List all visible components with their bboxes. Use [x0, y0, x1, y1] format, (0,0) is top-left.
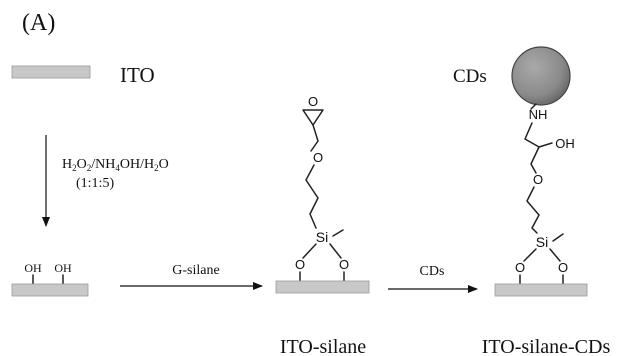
- si-o-bond-left-2: [523, 248, 537, 262]
- ito-silane-structure: O O Si O O: [275, 94, 370, 294]
- si-methyl: [332, 229, 344, 237]
- etch-reagent: H2O2/NH4OH/H2O: [62, 157, 169, 173]
- etch-reagent-part: 2: [72, 163, 77, 173]
- cds-reagent-label: CDs: [420, 264, 445, 279]
- hydroxyl-label-1: OH: [24, 261, 42, 275]
- surface-oxygen-left-2: O: [515, 260, 525, 275]
- hydroxypropyl-chain: [524, 122, 540, 148]
- epoxide-ring: [302, 109, 324, 126]
- ito-silane-cds-label: ITO-silane-CDs: [482, 336, 611, 356]
- ether-oxygen: O: [313, 150, 323, 165]
- glycidyl-chain-upper: [310, 124, 319, 152]
- linker-chain: [530, 146, 540, 174]
- si-o-bond-right-2: [549, 248, 561, 262]
- silicon-atom-2: Si: [536, 234, 548, 250]
- c-oh-bond: [538, 142, 553, 148]
- ito-silane-label: ITO-silane: [280, 336, 366, 356]
- si-methyl-2: [552, 233, 564, 242]
- si-o-bond-right: [329, 243, 342, 259]
- propyl-chain: [305, 164, 319, 229]
- hydroxyl-label-2: OH: [54, 261, 72, 275]
- particle-nh-bond: [530, 103, 537, 110]
- surface-oxygen-right-2: O: [558, 260, 568, 275]
- carbon-dot-particle: [511, 46, 571, 106]
- hydroxy-group: OH: [555, 136, 575, 151]
- g-silane-label: G-silane: [172, 263, 219, 278]
- ito-substrate-top: [11, 65, 91, 79]
- ether-oxygen-2: O: [533, 172, 543, 187]
- surface-oxygen-right: O: [339, 257, 349, 272]
- surface-oxygen-left: O: [295, 257, 305, 272]
- ito-silane-cds-structure: CDs NH OH O Si O O: [453, 46, 588, 297]
- epoxide-oxygen: O: [308, 94, 318, 109]
- etch-reagent-part: /NH: [91, 157, 115, 172]
- etch-reagent-part: OH/H: [120, 157, 154, 172]
- etch-reagent-part: O: [77, 157, 87, 172]
- etch-reagent-part: 4: [115, 163, 120, 173]
- etch-reagent-part: 2: [87, 163, 92, 173]
- cds-label: CDs: [453, 66, 487, 87]
- etch-reagent-part: O: [159, 157, 169, 172]
- ito-substrate-hydroxylated: [11, 283, 89, 297]
- ito-substrate-cds: [494, 283, 588, 297]
- etch-reagent-part: H: [62, 157, 72, 172]
- si-o-bond-left: [302, 243, 317, 259]
- etch-ratio: (1:1:5): [76, 176, 114, 191]
- etch-reagent-part: 2: [154, 163, 159, 173]
- panel-label: (A): [22, 10, 55, 36]
- amine-group: NH: [529, 107, 548, 122]
- ito-label: ITO: [120, 63, 155, 87]
- propyl-chain-2: [526, 186, 540, 234]
- silicon-atom: Si: [316, 229, 328, 245]
- ito-substrate-silane: [275, 280, 370, 294]
